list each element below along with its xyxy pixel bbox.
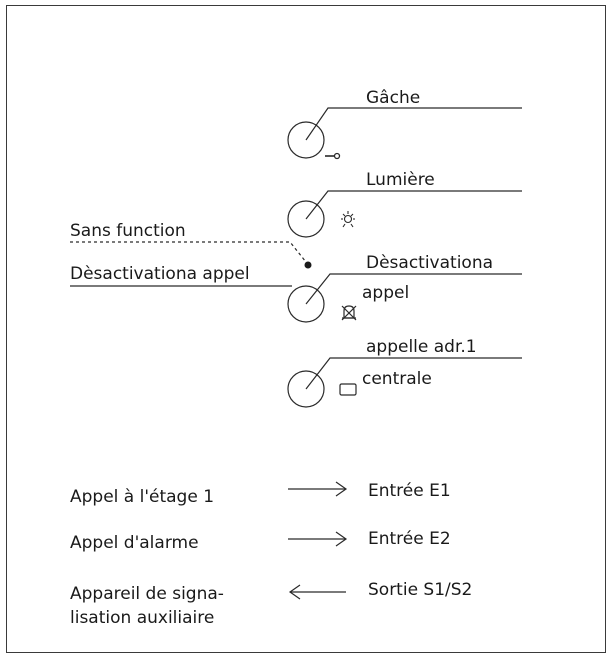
desactivation-button bbox=[287, 285, 325, 323]
desactivation-appel-label: Dèsactivationa appel bbox=[70, 264, 250, 284]
gache-label: Gâche bbox=[366, 88, 421, 108]
desactivation-label-line2: appel bbox=[362, 283, 410, 303]
gache-leader-line bbox=[305, 107, 522, 141]
table-row-2-right: Entrée E2 bbox=[368, 529, 451, 549]
arrow-right-1 bbox=[288, 481, 348, 497]
table-row-3-left-line2: lisation auxiliaire bbox=[70, 608, 215, 628]
diagram-frame bbox=[6, 5, 606, 653]
bell-off-icon bbox=[341, 305, 357, 321]
lumiere-label: Lumière bbox=[366, 170, 435, 190]
appelle-button bbox=[287, 370, 325, 408]
appelle-label-line2: centrale bbox=[362, 369, 432, 389]
arrow-left-3 bbox=[288, 584, 346, 600]
table-row-3-right: Sortie S1/S2 bbox=[368, 580, 473, 600]
arrow-right-2 bbox=[288, 531, 348, 547]
connection-dot bbox=[304, 261, 312, 269]
appelle-label-line1: appelle adr.1 bbox=[366, 337, 477, 357]
sans-function-dashed-line bbox=[70, 241, 307, 263]
gache-button bbox=[287, 121, 325, 159]
lumiere-button bbox=[287, 200, 325, 238]
key-icon bbox=[325, 152, 341, 160]
light-icon bbox=[341, 211, 355, 228]
table-row-1-right: Entrée E1 bbox=[368, 481, 451, 501]
lumiere-leader-line bbox=[305, 190, 522, 220]
desactivation-label-line1: Dèsactivationa bbox=[366, 253, 494, 273]
table-row-1-left: Appel à l'étage 1 bbox=[70, 487, 215, 507]
rectangle-icon bbox=[339, 383, 357, 396]
appelle-leader-line bbox=[305, 357, 522, 390]
desactivation-leader-line bbox=[305, 273, 522, 305]
table-row-3-left-line1: Appareil de signa- bbox=[70, 584, 224, 604]
table-row-2-left: Appel d'alarme bbox=[70, 533, 199, 553]
sans-function-label: Sans function bbox=[70, 221, 186, 241]
